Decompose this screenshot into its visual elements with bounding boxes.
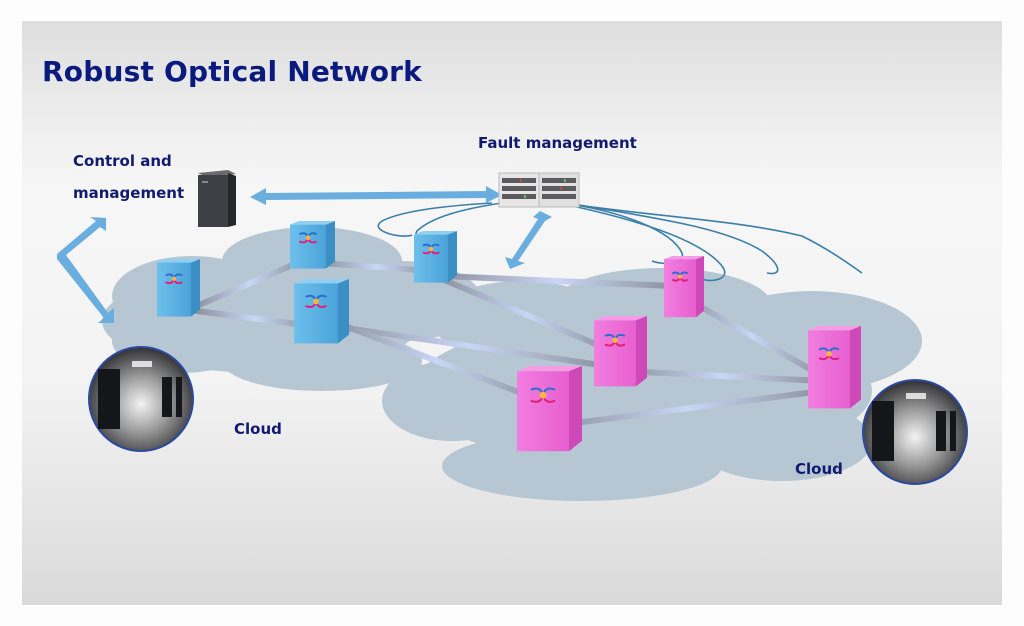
arrow-control-to-cloud (57, 217, 114, 323)
fault-management-servers-icon (498, 172, 580, 208)
blue-node-2 (290, 221, 335, 269)
page-title: Robust Optical Network (42, 55, 422, 88)
pink-node-4 (808, 326, 861, 409)
datacenter-image-left (88, 346, 194, 452)
switch-arrows-icon (671, 271, 689, 282)
blue-node-3 (414, 231, 457, 283)
switch-arrows-icon (530, 387, 556, 403)
arrow-fault-to-network (505, 211, 552, 269)
network-illustration (57, 170, 968, 501)
switch-arrows-icon (299, 232, 317, 244)
control-and-management-label: Control and management (73, 152, 185, 202)
blue-node-4 (294, 279, 349, 344)
management-arrows (57, 186, 552, 323)
pink-node-2 (594, 316, 647, 387)
optical-links (194, 258, 825, 429)
arrow-control-to-fault (250, 186, 502, 205)
network-nodes (157, 221, 861, 452)
cloud-right-label: Cloud (795, 460, 843, 478)
fault-management-label: Fault management (478, 134, 637, 152)
switch-arrows-icon (818, 347, 840, 361)
switch-arrows-icon (305, 294, 327, 309)
switch-arrows-icon (165, 273, 183, 285)
pink-node-3 (517, 366, 582, 452)
blue-node-1 (157, 259, 200, 317)
cloud-left-label: Cloud (234, 420, 282, 438)
switch-arrows-icon (604, 333, 626, 347)
datacenter-image-right (862, 379, 968, 485)
pink-node-1 (664, 256, 704, 318)
control-server-icon (198, 170, 236, 227)
switch-arrows-icon (422, 243, 440, 255)
slide: Robust Optical Network Control and manag… (22, 21, 1002, 605)
